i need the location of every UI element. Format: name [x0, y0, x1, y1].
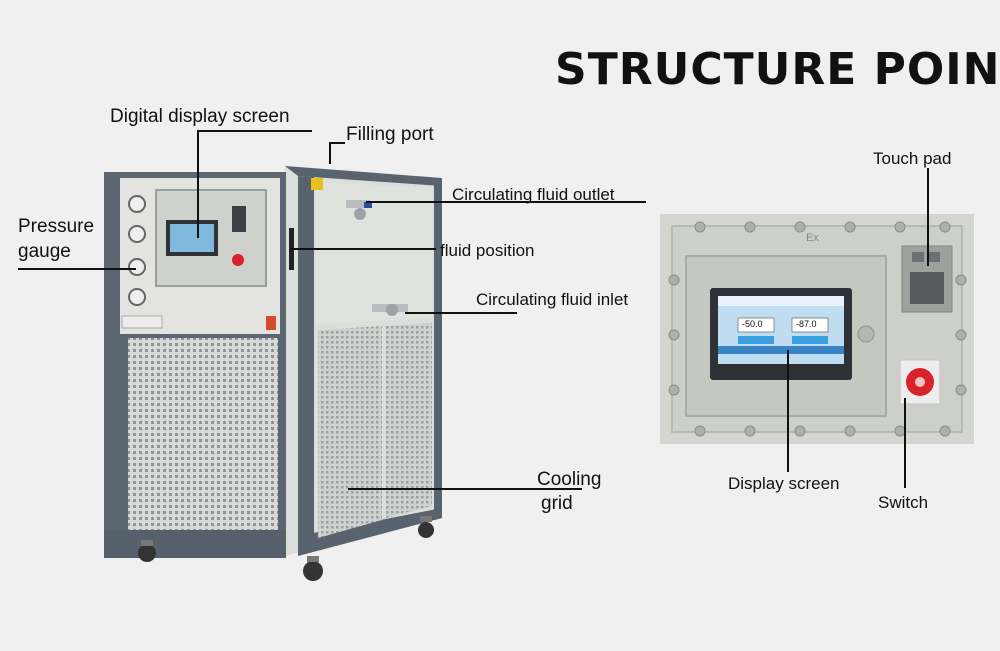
leader-inlet [405, 312, 517, 314]
page-title: STRUCTURE POINT [555, 44, 1000, 95]
label-circulating-fluid-outlet: Circulating fluid outlet [452, 185, 615, 204]
label-digital-display-screen: Digital display screen [110, 106, 290, 127]
leader-filling-port [329, 142, 331, 164]
ex-marking: Ex [806, 232, 819, 244]
chiller-unit [104, 166, 442, 581]
label-filling-port: Filling port [346, 124, 434, 145]
leader-digital-display [197, 130, 199, 238]
label-fluid-position: fluid position [440, 241, 535, 260]
side-cooling-grid [318, 326, 382, 538]
label-display-screen: Display screen [728, 474, 840, 493]
pressure-gauges [128, 195, 146, 306]
label-circulating-fluid-inlet: Circulating fluid inlet [476, 290, 629, 309]
label-pressure-gauge-line1: Pressure [18, 216, 95, 237]
label-cooling-grid-line1: Cooling [537, 469, 602, 490]
leader-fluid-position [290, 248, 436, 250]
leader-cooling-grid [348, 488, 582, 490]
front-cooling-grid [128, 338, 278, 530]
label-pressure-gauge-line2: gauge [18, 241, 71, 262]
casters [138, 516, 434, 581]
screen-left-readout: -50.0 [742, 319, 763, 329]
label-switch: Switch [878, 493, 929, 512]
leader-switch [904, 398, 906, 488]
leader-pressure-gauge [18, 268, 136, 270]
fluid-outlet-fitting [346, 200, 372, 220]
leader-touch-pad [927, 168, 929, 266]
label-cooling-grid-line2: grid [541, 493, 573, 514]
control-panel [660, 214, 974, 444]
leader-outlet [366, 201, 646, 203]
leader-display-screen [787, 350, 789, 472]
screen-right-readout: -87.0 [796, 319, 817, 329]
label-touch-pad: Touch pad [873, 149, 952, 168]
fluid-inlet-fitting [372, 304, 408, 316]
